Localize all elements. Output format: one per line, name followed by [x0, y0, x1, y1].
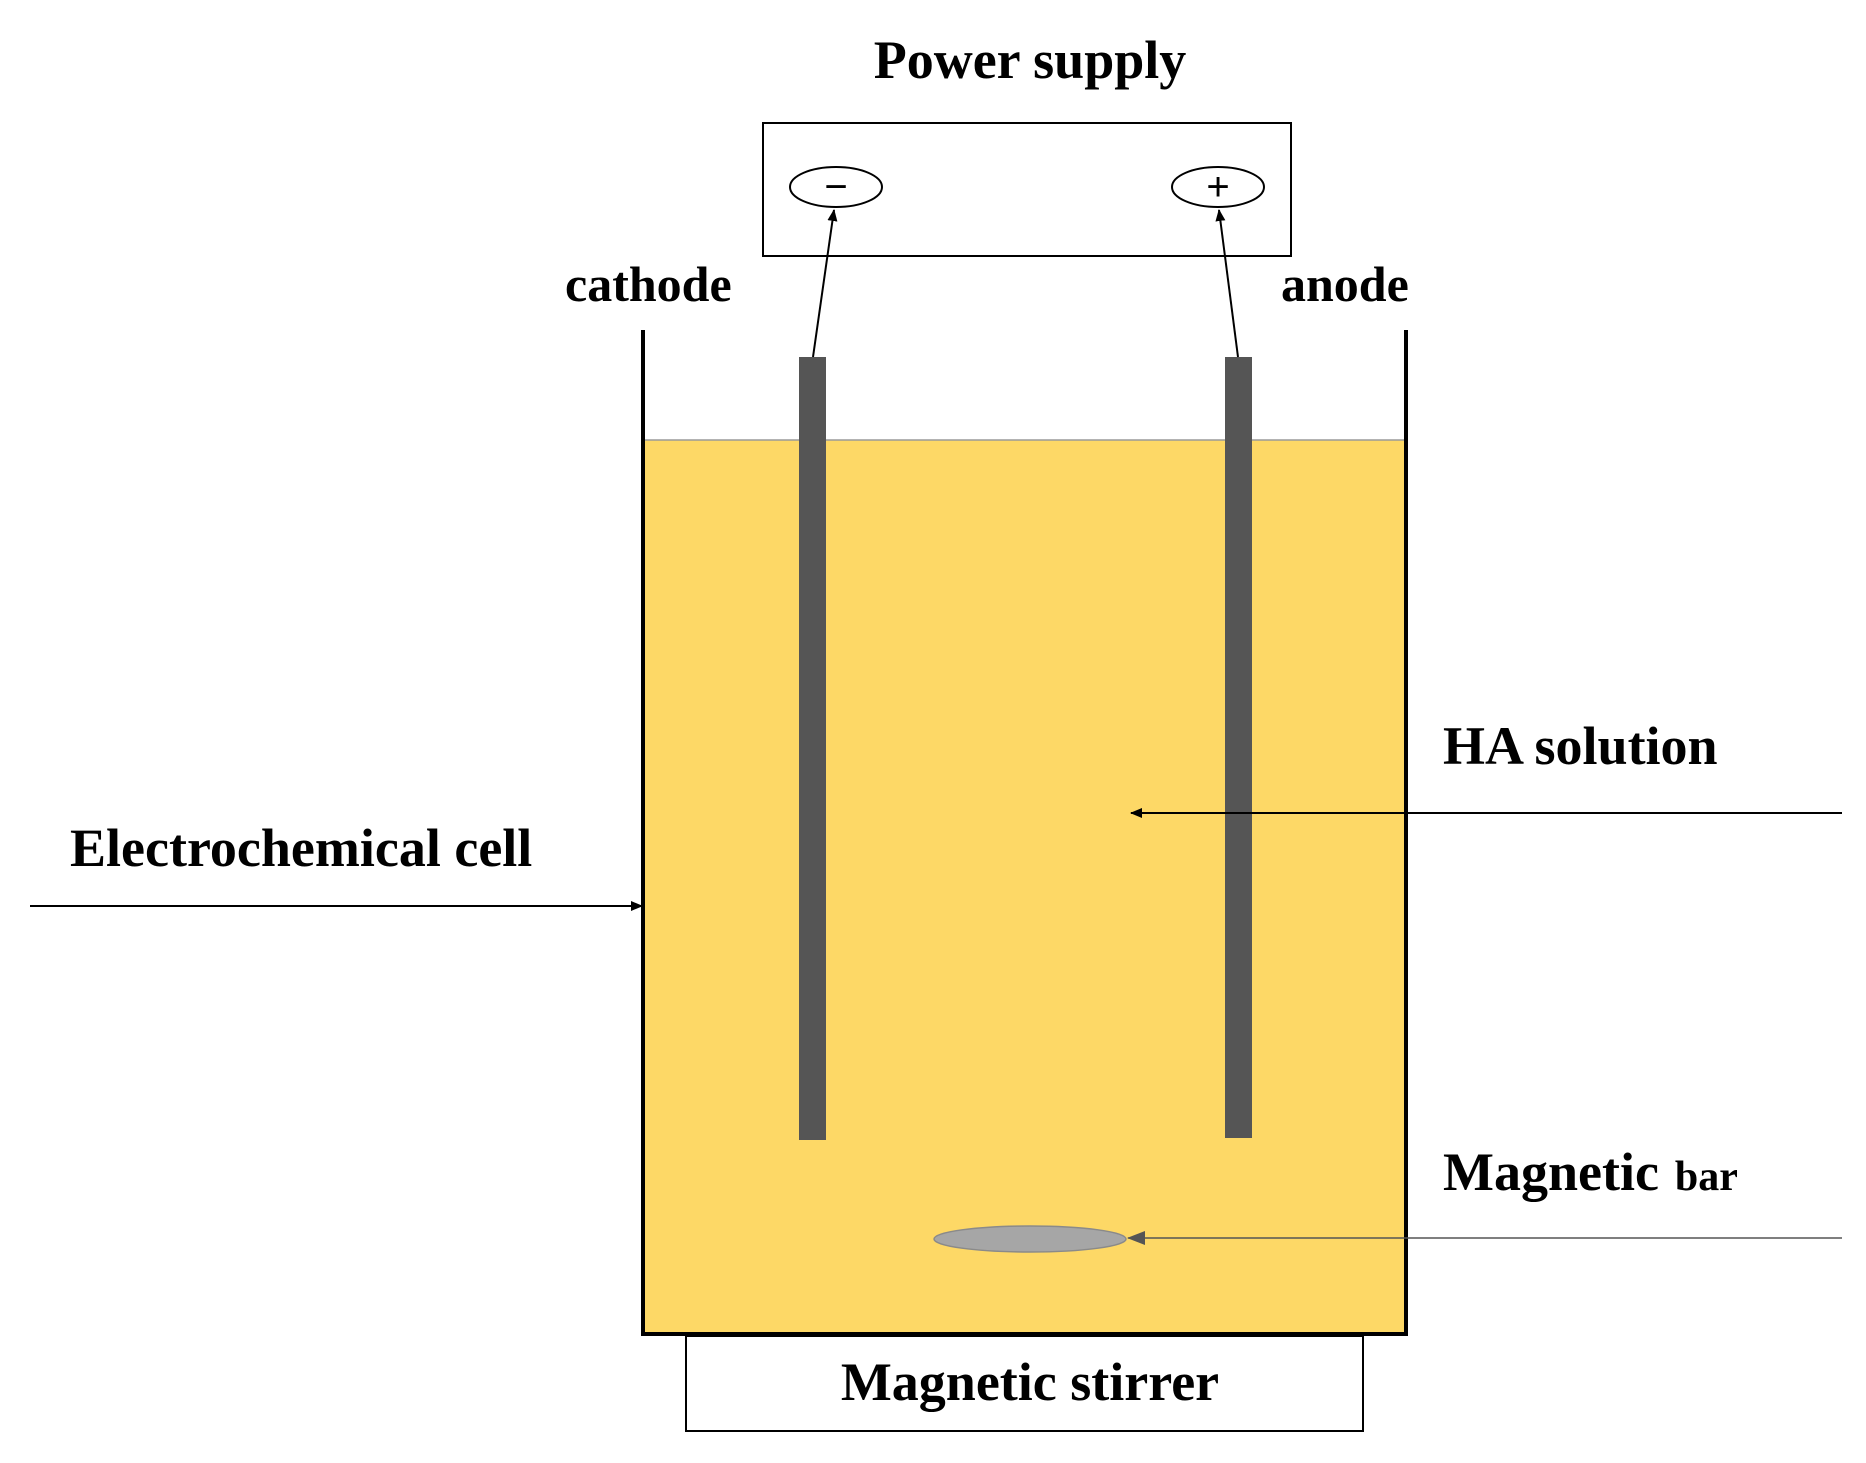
positive-terminal: + [1171, 165, 1265, 209]
positive-terminal-oval [1171, 166, 1265, 208]
electrochemical-cell-container [641, 330, 1408, 1336]
power-supply-title: Power supply [874, 30, 1187, 90]
negative-terminal: − [789, 165, 883, 209]
magnetic-stirrer-label: Magnetic stirrer [841, 1352, 1219, 1412]
plus-sign-icon: + [1206, 165, 1229, 209]
ha-solution-label: HA solution [1443, 716, 1718, 776]
cathode-wire-arrow [812, 209, 838, 358]
anode-label: anode [1281, 256, 1409, 312]
anode-wire-arrow [1215, 209, 1239, 358]
magnetic-bar [933, 1225, 1127, 1253]
magnetic-bar-label-small: bar [1675, 1154, 1738, 1200]
magnetic-bar-label-main: Magnetic [1443, 1142, 1659, 1202]
negative-terminal-oval [789, 166, 883, 208]
magnetic-stirrer-box [685, 1335, 1364, 1432]
magnetic-bar-label: Magnetic bar [1443, 1142, 1738, 1202]
cathode-electrode [799, 357, 826, 1140]
cathode-label: cathode [565, 256, 732, 312]
anode-electrode [1225, 357, 1252, 1138]
minus-sign-icon: − [824, 165, 847, 209]
ha-solution-fill [643, 440, 1406, 1333]
electrochemical-cell-label: Electrochemical cell [70, 818, 532, 878]
